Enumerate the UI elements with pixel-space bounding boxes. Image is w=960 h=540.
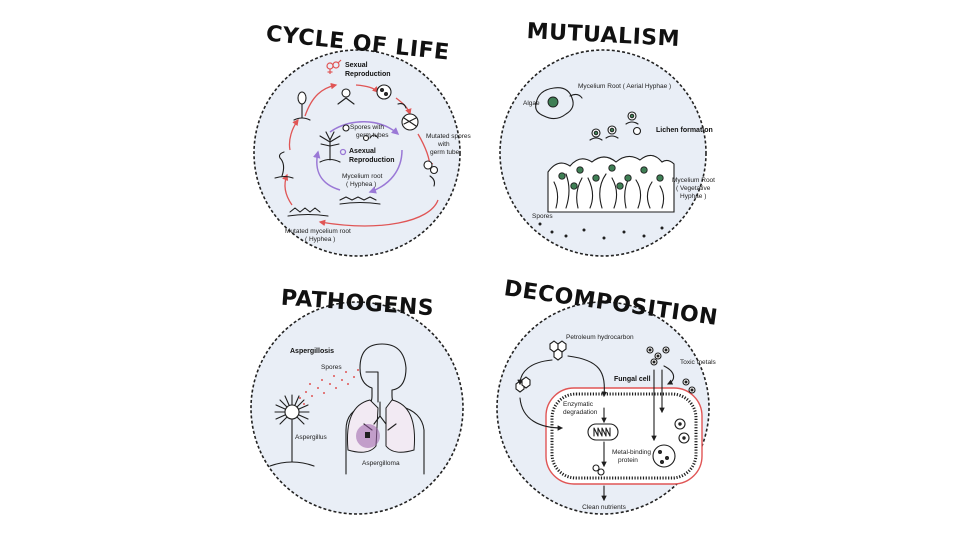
vacuole-icon xyxy=(652,418,690,468)
spore-cluster-icon xyxy=(376,84,407,109)
asexual-label-1: Asexual xyxy=(349,148,376,155)
petroleum-loop-arrow-1 xyxy=(517,359,553,386)
panel-mutualism: MUTUALISM Algae Mycelium Root ( Aerial H… xyxy=(499,19,715,257)
mycelium-tree-icon xyxy=(319,131,341,163)
sporangium-icon xyxy=(293,91,311,121)
panel-pathogens: PATHOGENS Aspergillosis Spores xyxy=(250,286,464,515)
purple-arrow-2 xyxy=(368,149,403,194)
algae-label: Algae xyxy=(523,100,540,107)
mutated-root-label-1: Mutated mycelium root xyxy=(285,228,351,235)
sexual-label-1: Sexual xyxy=(345,62,368,69)
aerial-hyphae-label: Mycelium Root ( Aerial Hyphae ) xyxy=(578,83,671,90)
algae-cell-icon xyxy=(535,87,583,120)
mutualism-panel-circle xyxy=(499,49,707,257)
toxic-metals-label: Toxic metals xyxy=(680,359,717,366)
lichen-label: Lichen formation xyxy=(656,127,713,134)
spores-label: Spores xyxy=(532,213,553,220)
aspergillosis-label: Aspergillosis xyxy=(290,348,334,355)
mutated-root-label-2: ( Hyphea ) xyxy=(305,236,335,243)
red-arrow-7 xyxy=(288,118,299,151)
sex-symbol-icon xyxy=(326,59,342,74)
petroleum-loop-arrow-2 xyxy=(519,397,564,431)
red-arrow-5 xyxy=(318,199,439,227)
spores-germ-label-2: germ tubes xyxy=(356,132,389,139)
mutated-spores-label-2: with xyxy=(437,141,450,148)
fungal-cell-wall xyxy=(550,392,698,480)
mycelium-label-1: Mycelium root xyxy=(342,173,383,180)
mutualism-title: MUTUALISM xyxy=(526,19,681,52)
aspergilloma-core xyxy=(365,432,370,438)
ascocarp-icon xyxy=(401,113,419,131)
lichen-layer-illustration xyxy=(547,154,675,213)
protein-blob-icon xyxy=(592,464,605,476)
metal-arrow-3 xyxy=(663,365,675,385)
toxic-metals-icon xyxy=(646,346,696,394)
vegetative-hyphae-label-3: Hyphae ) xyxy=(680,193,706,200)
red-arrow-6 xyxy=(282,173,293,206)
red-arrow-1 xyxy=(304,82,338,117)
aspergilloma-label: Aspergilloma xyxy=(362,460,400,467)
zygote-icon xyxy=(337,88,355,105)
mutated-spores-label-1: Mutated spores xyxy=(426,133,472,140)
fungal-cell-label: Fungal cell xyxy=(614,376,651,383)
enzymatic-label-2: degradation xyxy=(563,409,598,416)
hyphae-mat-icon xyxy=(339,196,381,205)
mutated-root-icon xyxy=(287,207,329,217)
enzymatic-label-1: Enzymatic xyxy=(563,401,594,408)
purple-arrow-3 xyxy=(313,150,341,191)
purple-arrow-1 xyxy=(329,121,400,135)
clean-nutrients-label: Clean nutrients xyxy=(582,504,626,511)
mutated-spores-icon xyxy=(423,160,439,187)
sexual-label-2: Reproduction xyxy=(345,71,391,78)
spore-stream xyxy=(299,369,359,405)
germinating-spore-icon xyxy=(274,151,294,179)
spores-germ-label-1: Spores with xyxy=(350,124,384,131)
spore-germ-icon xyxy=(342,124,379,142)
petroleum-label: Petroleum hydrocarbon xyxy=(566,334,634,341)
vegetative-hyphae-label-2: ( Vegetative xyxy=(676,185,711,192)
metal-binding-label-2: protein xyxy=(618,457,638,464)
asexual-ring-icon xyxy=(339,148,347,156)
petroleum-arrow xyxy=(567,355,608,398)
metal-binding-label-1: Metal-binding xyxy=(612,449,651,456)
panel-cycle-of-life: CYCLE OF LIFE Sexual Reproduction xyxy=(253,21,472,257)
vegetative-hyphae-label-1: Mycelium Root xyxy=(672,177,715,184)
mutated-spores-label-3: germ tube xyxy=(430,149,460,156)
aspergillus-tree-icon xyxy=(269,394,315,467)
lichen-cells-icon xyxy=(589,111,642,141)
spore-dots xyxy=(538,222,664,240)
panel-decomposition: DECOMPOSITION Fungal cell Petroleum hydr… xyxy=(496,276,719,515)
mitochondrion-icon xyxy=(587,423,619,441)
asexual-label-2: Reproduction xyxy=(349,157,395,164)
aspergillus-label: Aspergillus xyxy=(295,434,328,441)
mycelium-label-2: ( Hyphea ) xyxy=(346,181,376,188)
spores-label: Spores xyxy=(321,364,342,371)
